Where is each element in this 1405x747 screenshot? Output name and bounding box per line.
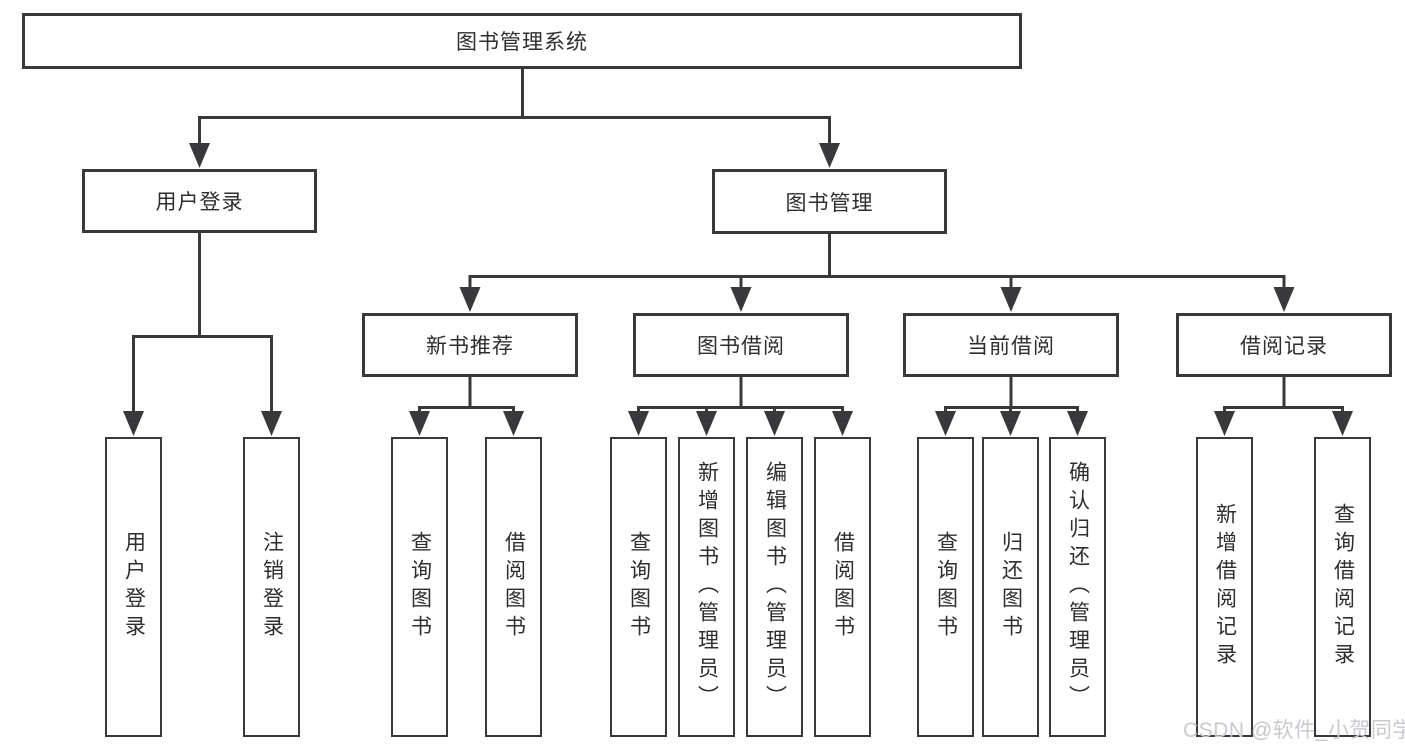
- node-user-login: 用户登录: [82, 169, 317, 233]
- node-book-management: 图书管理: [712, 169, 947, 234]
- leaf-edit-books-admin: 编辑图书（管理员）: [746, 437, 803, 737]
- node-new-book-recommend: 新书推荐: [362, 313, 578, 377]
- leaf-query-books-recommend: 查询图书: [391, 437, 448, 737]
- leaf-query-borrow-record: 查询借阅记录: [1314, 437, 1371, 737]
- leaf-borrow-books-borrowing: 借阅图书: [814, 437, 871, 737]
- node-book-borrowing: 图书借阅: [633, 313, 849, 377]
- leaf-confirm-return-admin: 确认归还（管理员）: [1049, 437, 1106, 737]
- leaf-add-borrow-record: 新增借阅记录: [1196, 437, 1253, 737]
- node-current-borrowing: 当前借阅: [903, 313, 1119, 377]
- leaf-return-books: 归还图书: [982, 437, 1039, 737]
- leaf-user-login: 用户登录: [105, 437, 162, 737]
- node-borrowing-records: 借阅记录: [1176, 313, 1392, 377]
- leaf-logout-login: 注销登录: [243, 437, 300, 737]
- leaf-add-books-admin: 新增图书（管理员）: [678, 437, 735, 737]
- node-root: 图书管理系统: [22, 13, 1022, 69]
- leaf-borrow-books-recommend: 借阅图书: [485, 437, 542, 737]
- watermark: CSDN @软件_小贺同学: [1183, 719, 1405, 742]
- leaf-query-books-borrowing: 查询图书: [610, 437, 667, 737]
- leaf-query-books-current: 查询图书: [917, 437, 974, 737]
